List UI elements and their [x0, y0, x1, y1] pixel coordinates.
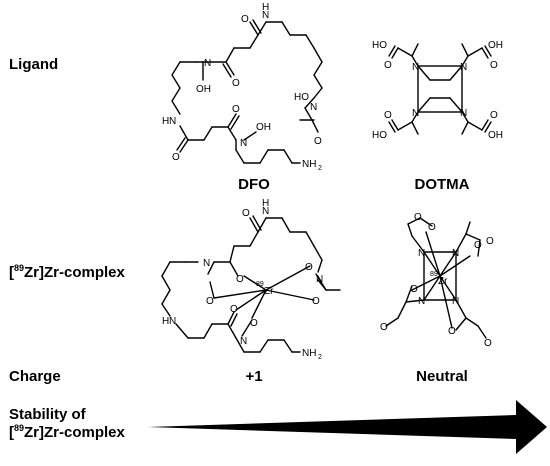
complex-zr: Zr: [264, 286, 274, 297]
complex-amide-n-left: N: [169, 316, 176, 327]
dotma-acid-ho-1: HO: [372, 40, 387, 51]
complex-o-1: O: [236, 274, 244, 285]
complex-amine-sub: 2: [318, 354, 322, 361]
dfo-carbonyl-o-4: O: [172, 152, 180, 163]
dfo-amide-h-top: H: [262, 2, 269, 13]
row-label-stability: Stability of [89Zr]Zr-complex: [9, 406, 125, 442]
complex-amide-hn: H: [162, 316, 169, 327]
complex-name: Zr]Zr-complex: [24, 264, 125, 281]
complex-n-2: N: [240, 336, 247, 347]
dotma-ring-n-3: N: [412, 108, 419, 119]
dotma-complex-o-1: O: [428, 222, 436, 233]
dotma-ring-n-1: N: [412, 62, 419, 73]
dfo-carbonyl-o-2: O: [232, 78, 240, 89]
dotma-complex-o-8: O: [484, 338, 492, 349]
dotma-complex-n-2: N: [452, 248, 459, 259]
stability-line-2: [89Zr]Zr-complex: [9, 424, 125, 442]
dotma-complex-o-3: O: [474, 240, 482, 251]
dotma-ring-n-2: N: [460, 62, 467, 73]
dotma-complex-o-2: O: [414, 212, 422, 223]
dotma-ring-n-4: N: [460, 108, 467, 119]
dfo-carbonyl-o-3: O: [314, 136, 322, 147]
complex-o-4: O: [312, 296, 320, 307]
dotma-complex-n-1: N: [418, 248, 425, 259]
dfo-amide-n-top: N: [262, 10, 269, 21]
complex-amide-h: H: [262, 198, 269, 209]
row-label-ligand: Ligand: [9, 56, 59, 73]
dotma-complex-n-4: N: [452, 296, 459, 307]
complex-o-3: O: [305, 262, 313, 273]
ligand-name-dotma: DOTMA: [414, 176, 470, 193]
dfo-amide-hn: H: [162, 116, 169, 127]
dotma-acid-o-3: O: [384, 110, 392, 121]
complex-o-2: O: [206, 296, 214, 307]
dotma-acid-o-1: O: [384, 60, 392, 71]
dfo-amine-nh: NH: [302, 159, 316, 170]
dfo-hydroxamate-n-2: N: [240, 138, 247, 149]
complex-carbonyl-o-5: O: [230, 304, 238, 315]
complex-carbonyl-o-1: O: [242, 208, 250, 219]
dotma-complex-o-7: O: [448, 326, 456, 337]
complex-o-5: O: [250, 318, 258, 329]
charge-dotma: Neutral: [416, 368, 468, 385]
dotma-complex-n-3: N: [418, 296, 425, 307]
dotma-complex-o-4: O: [486, 236, 494, 247]
dfo-hydroxyl-oh-2: OH: [256, 122, 271, 133]
stability-line-1: Stability of: [9, 406, 86, 423]
stability-bracket: [: [9, 424, 14, 441]
dfo-amine-sub: 2: [318, 165, 322, 172]
dfo-carbonyl-o-5: O: [232, 104, 240, 115]
dotma-acid-oh-2: OH: [488, 130, 503, 141]
dotma-complex-zr: Zr: [438, 276, 448, 287]
stability-isotope: 89: [14, 423, 25, 433]
dotma-acid-o-4: O: [490, 110, 498, 121]
complex-n-3: N: [316, 274, 323, 285]
charge-dfo: +1: [245, 368, 263, 385]
dotma-complex-o-6: O: [380, 322, 388, 333]
dfo-hydroxamate-n-3: N: [310, 102, 317, 113]
dotma-complex-zr-isotope: 89: [430, 271, 438, 278]
stability-complex-name: Zr]Zr-complex: [24, 424, 125, 441]
ligand-name-dfo: DFO: [238, 176, 270, 193]
complex-zr-isotope: 89: [256, 281, 264, 288]
dfo-amide-n-left: N: [169, 116, 176, 127]
dfo-carbonyl-o-1: O: [241, 14, 249, 25]
complex-amide-n: N: [262, 206, 269, 217]
complex-isotope: 89: [14, 263, 25, 273]
dotma-complex-o-5: O: [410, 284, 418, 295]
dotma-acid-o-2: O: [490, 60, 498, 71]
complex-n-1: N: [203, 258, 210, 269]
row-label-charge: Charge: [9, 368, 61, 385]
complex-amine-nh: NH: [302, 348, 316, 359]
dotma-acid-oh-1: OH: [488, 40, 503, 51]
complex-bracket: [: [9, 264, 14, 281]
row-label-complex: [89Zr]Zr-complex: [9, 264, 125, 282]
dotma-acid-ho-2: HO: [372, 130, 387, 141]
dfo-hydroxyl-ho: HO: [294, 92, 309, 103]
dfo-hydroxyl-oh-1: OH: [196, 84, 211, 95]
dfo-hydroxamate-n-1: N: [204, 58, 211, 69]
